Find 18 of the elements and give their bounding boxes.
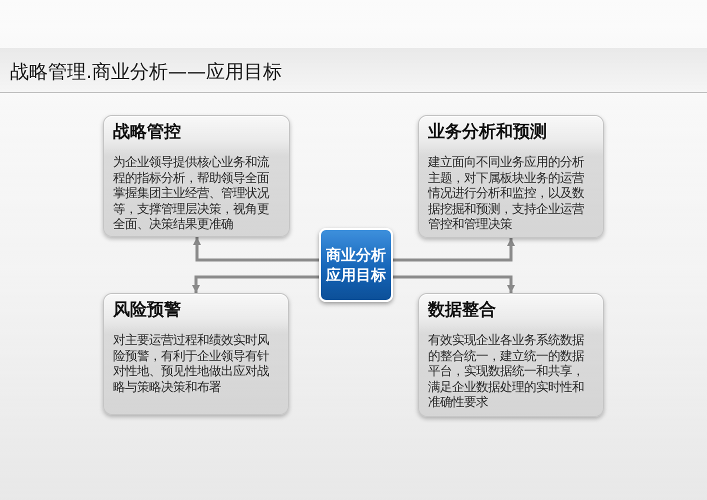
info-card: [418, 293, 604, 417]
info-card: [103, 293, 289, 415]
card-text: 有效实现企业各业务系统数据的整合统一，建立统一的数据平台，实现数据统一和共享，满足企业数据处理的实时性和准确性要求: [428, 333, 585, 410]
card-heading: 业务分析和预测: [428, 121, 547, 143]
info-card: [418, 115, 604, 238]
card-heading: 战略管控: [113, 121, 181, 143]
arrow: [193, 237, 319, 262]
card-text: 对主要运营过程和绩效实时风险预警，有利于企业领导有针对性地、预见性地做出应对战略与策略决策和布署: [113, 333, 270, 395]
arrow: [393, 238, 515, 262]
page-title: 战略管理.商业分析——应用目标: [10, 60, 282, 85]
card-text: 建立面向不同业务应用的分析主题，对下属板块业务的运营情况进行分析和监控，以及数据挖掘和预测，支持企业运营管控和管理决策: [428, 155, 585, 232]
card-text: 为企业领导提供核心业务和流程的指标分析，帮助领导全面掌握集团主业经营、管理状况等，支撑管理层决策，视角更全面、决策结果更准确: [113, 155, 270, 232]
card-heading: 数据整合: [428, 299, 496, 321]
info-card: [103, 115, 290, 237]
card-heading: 风险预警: [113, 299, 181, 321]
arrow: [192, 276, 319, 293]
center-box: 商业分析应用目标: [319, 228, 393, 302]
arrow: [393, 276, 515, 293]
